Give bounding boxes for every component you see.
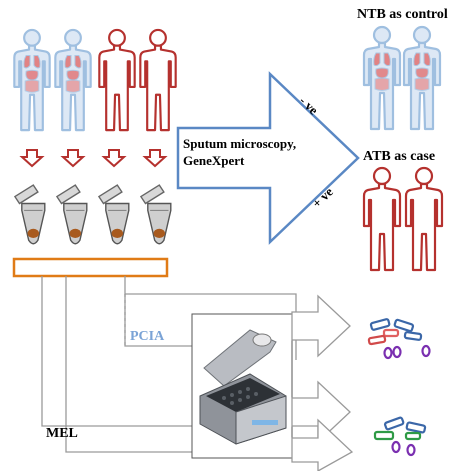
down-arrow-icon bbox=[142, 149, 168, 168]
tb-patient-icon bbox=[139, 28, 177, 132]
screening-label-line1: Sputum microscopy, bbox=[183, 136, 297, 151]
healthy-person-icon bbox=[13, 28, 51, 132]
tube-icon bbox=[140, 184, 172, 245]
people-group-top bbox=[13, 28, 177, 132]
outline-arrow-icon bbox=[291, 294, 351, 358]
sample-tubes bbox=[14, 184, 172, 245]
pcia-label: PCIA bbox=[130, 329, 165, 344]
tube-collection-bar bbox=[12, 257, 169, 278]
mel-label: MEL bbox=[46, 426, 78, 441]
tb-patient-icon bbox=[362, 166, 402, 272]
protein-molecules-icon bbox=[367, 318, 431, 360]
healthy-person-icon bbox=[362, 25, 402, 131]
down-arrows bbox=[19, 149, 168, 168]
screening-label-line2: GeneXpert bbox=[183, 153, 245, 168]
down-arrow-icon bbox=[19, 149, 45, 168]
result-arrows bbox=[291, 294, 354, 471]
outline-arrow-icon bbox=[291, 380, 351, 444]
down-arrow-icon bbox=[60, 149, 86, 168]
outline-arrow-icon bbox=[291, 418, 354, 471]
tube-icon bbox=[98, 184, 130, 245]
pcr-thermocycler-icon bbox=[191, 313, 293, 459]
tube-icon bbox=[56, 184, 88, 245]
ntb-control-label: NTB as control bbox=[357, 7, 448, 22]
tb-patient-icon bbox=[404, 166, 444, 272]
atb-group bbox=[362, 166, 444, 272]
atb-case-label: ATB as case bbox=[363, 149, 436, 164]
tb-patient-icon bbox=[98, 28, 136, 132]
connector-lines bbox=[41, 276, 297, 453]
ntb-group bbox=[362, 25, 442, 131]
down-arrow-icon bbox=[101, 149, 127, 168]
healthy-person-icon bbox=[402, 25, 442, 131]
protein-molecules-icon bbox=[373, 416, 427, 457]
screening-arrow bbox=[176, 71, 360, 245]
healthy-person-icon bbox=[54, 28, 92, 132]
tube-icon bbox=[14, 184, 46, 245]
